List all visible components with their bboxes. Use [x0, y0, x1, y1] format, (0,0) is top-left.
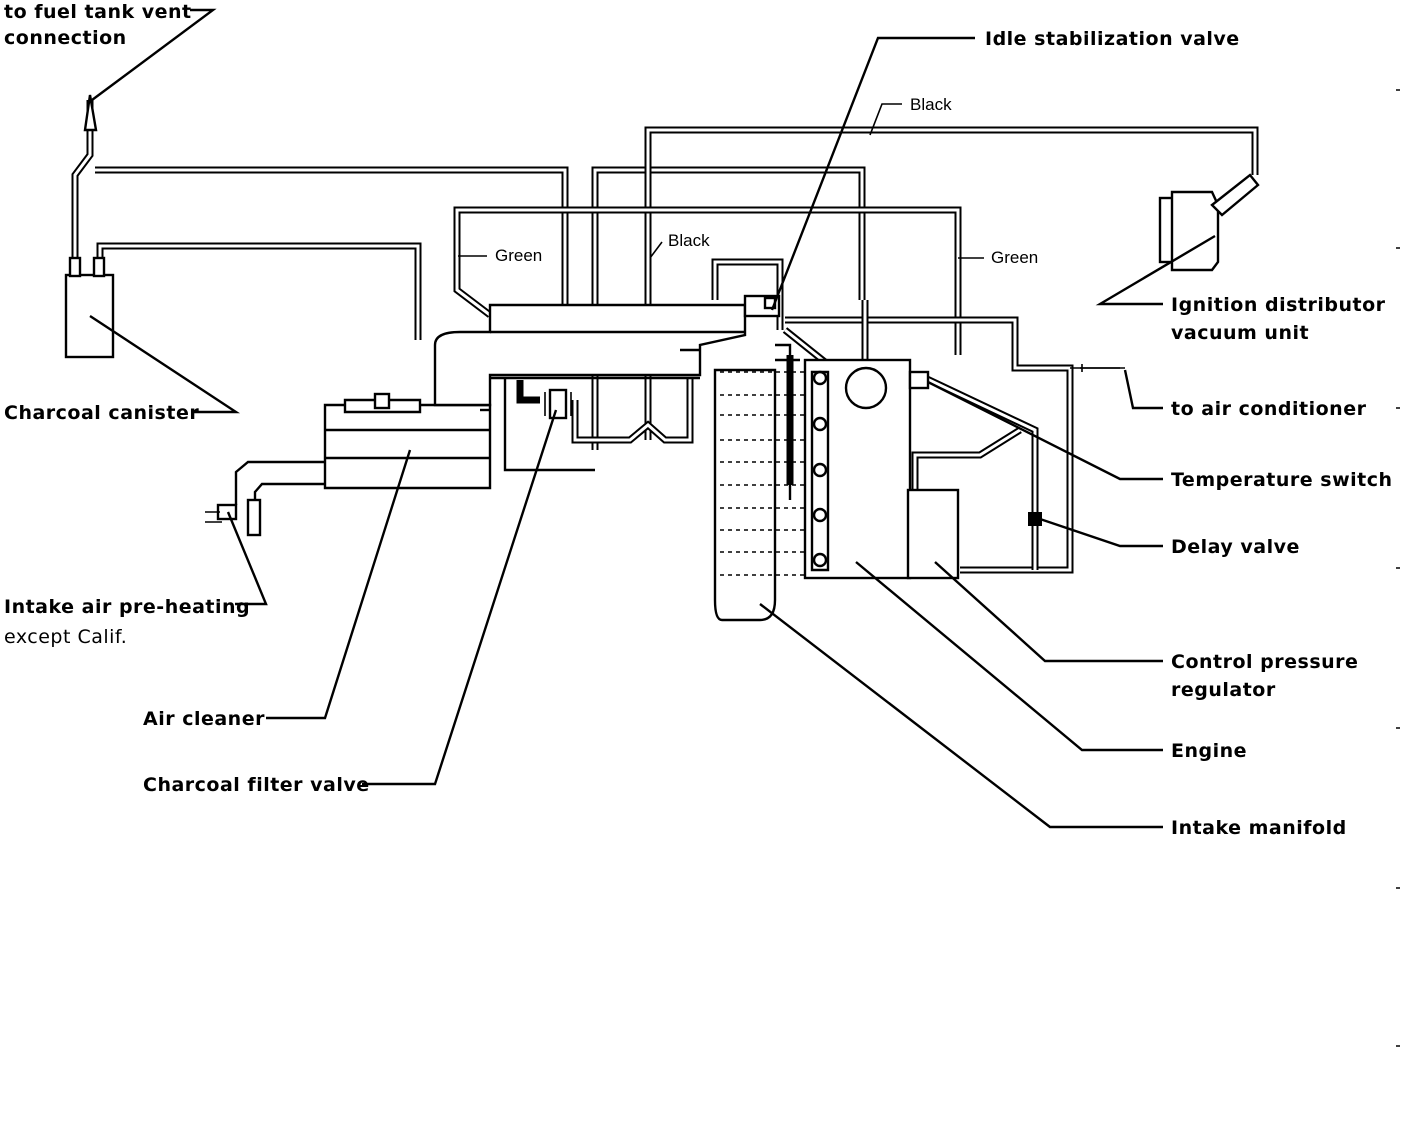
callout-labels: to fuel tank vent connection Charcoal ca…: [4, 1, 1393, 839]
label-fuel-tank-vent: to fuel tank vent: [4, 1, 192, 23]
hose-network: [71, 100, 1259, 574]
label-air-cleaner: Air cleaner: [143, 708, 265, 730]
air-cleaner-body: [323, 403, 492, 490]
ignition-distributor-vacuum-unit: [1170, 190, 1220, 272]
intake-manifold-body: [713, 368, 777, 622]
hose-color-labels: Black Black Green Green: [458, 95, 1038, 267]
label-control-pressure-regulator: Control pressure: [1171, 651, 1358, 673]
hose-label-green-left: Green: [495, 246, 542, 265]
label-ignition-distributor-line2: vacuum unit: [1171, 322, 1309, 344]
label-air-conditioner: to air conditioner: [1171, 398, 1367, 420]
label-intake-air-preheating-line2: except Calif.: [4, 626, 127, 648]
charcoal-canister-body: [64, 273, 115, 359]
label-charcoal-filter-valve: Charcoal filter valve: [143, 774, 370, 796]
control-pressure-regulator-body: [906, 488, 960, 580]
hose-label-green-right: Green: [991, 248, 1038, 267]
label-delay-valve: Delay valve: [1171, 536, 1300, 558]
label-engine: Engine: [1171, 740, 1247, 762]
temperature-switch-body: [908, 370, 930, 390]
throttle-plenum: [433, 303, 747, 407]
delay-valve-body: [1028, 512, 1042, 526]
label-charcoal-canister: Charcoal canister: [4, 402, 199, 424]
label-temperature-switch: Temperature switch: [1171, 469, 1393, 491]
label-fuel-tank-vent-line2: connection: [4, 27, 127, 49]
label-control-pressure-regulator-line2: regulator: [1171, 679, 1276, 701]
edge-ticks: [1396, 89, 1400, 1047]
label-intake-manifold: Intake manifold: [1171, 817, 1347, 839]
leader-lines: [89, 8, 1216, 829]
components: [64, 94, 1260, 622]
hose-label-black-mid: Black: [668, 231, 710, 250]
round-valve: [844, 366, 888, 410]
label-idle-stabilization-valve: Idle stabilization valve: [985, 28, 1240, 50]
label-ignition-distributor: Ignition distributor: [1171, 294, 1386, 316]
hose-label-black-top: Black: [910, 95, 952, 114]
charcoal-filter-valve-body: [548, 388, 568, 420]
label-intake-air-preheating: Intake air pre-heating: [4, 596, 250, 618]
